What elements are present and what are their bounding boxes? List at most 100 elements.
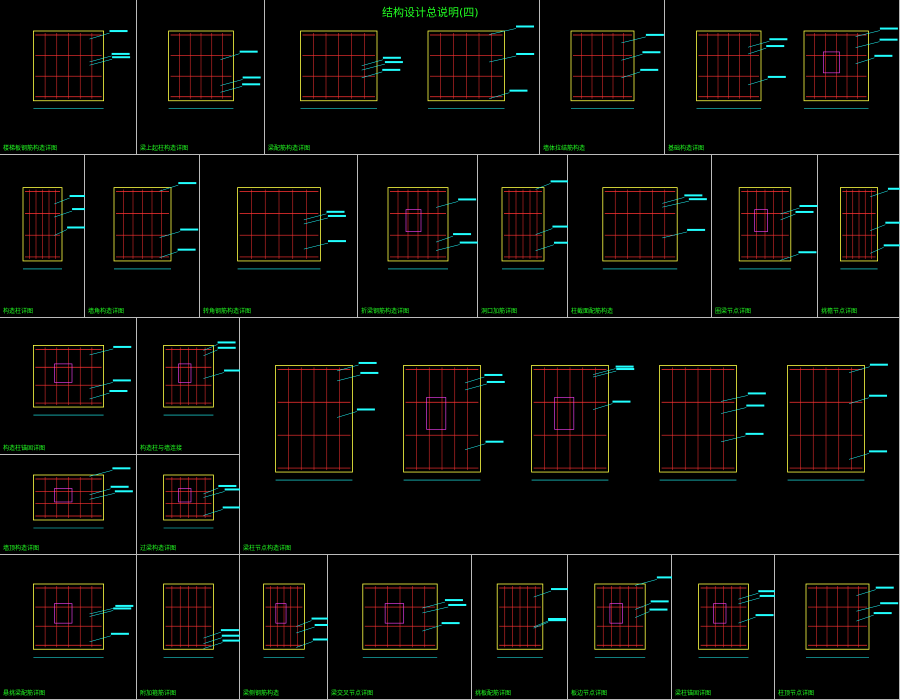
annotation-text: [177, 248, 196, 251]
leader-line: [422, 606, 449, 614]
panel-caption: 洞口加筋详图: [481, 308, 518, 315]
panel-caption: 圈梁节点详图: [715, 308, 752, 315]
concrete-outline: [263, 583, 305, 650]
detail-drawing: [237, 187, 347, 270]
detail-panel: 梁柱锚固详图: [672, 555, 775, 700]
annotation-text: [112, 379, 131, 382]
annotation-text: [650, 600, 669, 603]
concrete-outline: [839, 187, 879, 262]
annotation-text: [360, 371, 379, 374]
annotation-text: [640, 68, 659, 71]
leader-line: [855, 41, 880, 48]
concrete-outline: [427, 30, 505, 102]
detail-drawing: [387, 187, 478, 270]
leader-line: [220, 86, 243, 93]
panel-caption: 转角钢筋构造详图: [203, 308, 252, 315]
panel-caption: 墙体拉结筋构造: [543, 145, 586, 152]
annotation-text: [795, 210, 814, 213]
leader-line: [203, 491, 225, 498]
annotation-text: [869, 363, 888, 366]
annotation-text: [516, 52, 535, 55]
detail-drawing: [263, 583, 328, 658]
detail-panel: 楼梯板钢筋构造详图: [0, 0, 137, 155]
detail-panel: 梁柱节点构造详图: [240, 318, 900, 555]
leader-line: [89, 470, 113, 477]
annotation-text: [516, 25, 535, 28]
leader-line: [748, 47, 767, 55]
detail-drawing: [698, 583, 775, 658]
leader-line: [592, 368, 616, 375]
panel-caption: 梁交叉节点详图: [331, 690, 374, 697]
annotation-text: [550, 180, 568, 183]
detail-drawing: [496, 583, 568, 658]
leader-line: [336, 411, 357, 418]
leader-line: [435, 201, 459, 208]
leader-line: [592, 370, 617, 378]
annotation-text: [110, 632, 129, 635]
leader-line: [489, 28, 517, 35]
leader-line: [435, 235, 454, 243]
leader-line: [89, 32, 110, 40]
leader-line: [296, 641, 313, 648]
annotation-text: [113, 607, 132, 610]
panel-caption: 梁配筋构造详图: [268, 145, 311, 152]
leader-line: [303, 213, 327, 221]
annotation-text: [684, 194, 703, 197]
leader-line: [54, 210, 73, 218]
detail-drawing: [22, 187, 85, 270]
detail-panel: 梁配筋构造详图: [265, 0, 540, 155]
leader-line: [54, 229, 68, 236]
concrete-outline: [594, 583, 646, 650]
leader-line: [159, 251, 178, 258]
leader-line: [635, 611, 650, 618]
leader-line: [89, 607, 116, 615]
concrete-outline: [531, 365, 609, 473]
annotation-text: [69, 195, 85, 198]
concrete-outline: [803, 30, 869, 102]
leader-line: [203, 642, 223, 649]
detail-panel: 附加箍筋详图: [137, 555, 240, 700]
annotation-text: [222, 506, 240, 509]
detail-panel: 转角钢筋构造详图: [200, 155, 358, 318]
leader-line: [203, 349, 218, 357]
leader-line: [89, 488, 111, 496]
annotation-text: [649, 608, 668, 611]
detail-panel: 构造柱锚固详图: [0, 318, 137, 455]
concrete-outline: [659, 365, 737, 473]
hatch-area: [554, 397, 575, 430]
annotation-text: [459, 241, 478, 244]
annotation-text: [112, 56, 131, 59]
annotation-text: [109, 30, 128, 33]
hatch-area: [609, 603, 623, 624]
leader-line: [203, 509, 223, 516]
annotation-text: [109, 390, 128, 393]
leader-line: [89, 55, 112, 63]
leader-line: [855, 30, 880, 37]
annotation-text: [441, 622, 460, 625]
detail-panel: 柱顶节点详图: [775, 555, 900, 700]
detail-drawing: [300, 25, 535, 110]
detail-panel: 墙角构造详图: [85, 155, 200, 318]
annotation-text: [766, 45, 785, 48]
annotation-text: [880, 602, 899, 605]
detail-panel: 墙顶构造详图: [0, 455, 137, 555]
leader-line: [856, 604, 881, 612]
annotation-text: [382, 56, 401, 59]
leader-line: [635, 603, 651, 610]
leader-line: [662, 231, 688, 239]
panel-caption: 墙顶构造详图: [3, 545, 40, 552]
annotation-text: [509, 89, 528, 92]
leader-line: [780, 207, 800, 215]
detail-drawing: [33, 344, 132, 416]
annotation-text: [755, 614, 774, 617]
leader-line: [738, 597, 760, 605]
detail-drawing: [594, 576, 672, 658]
leader-line: [336, 374, 361, 382]
leader-line: [422, 624, 442, 632]
annotation-text: [746, 404, 765, 407]
detail-panel: 圈梁节点详图: [712, 155, 818, 318]
annotation-text: [448, 603, 467, 606]
concrete-outline: [113, 187, 172, 262]
annotation-text: [458, 198, 477, 201]
leader-line: [303, 242, 329, 250]
